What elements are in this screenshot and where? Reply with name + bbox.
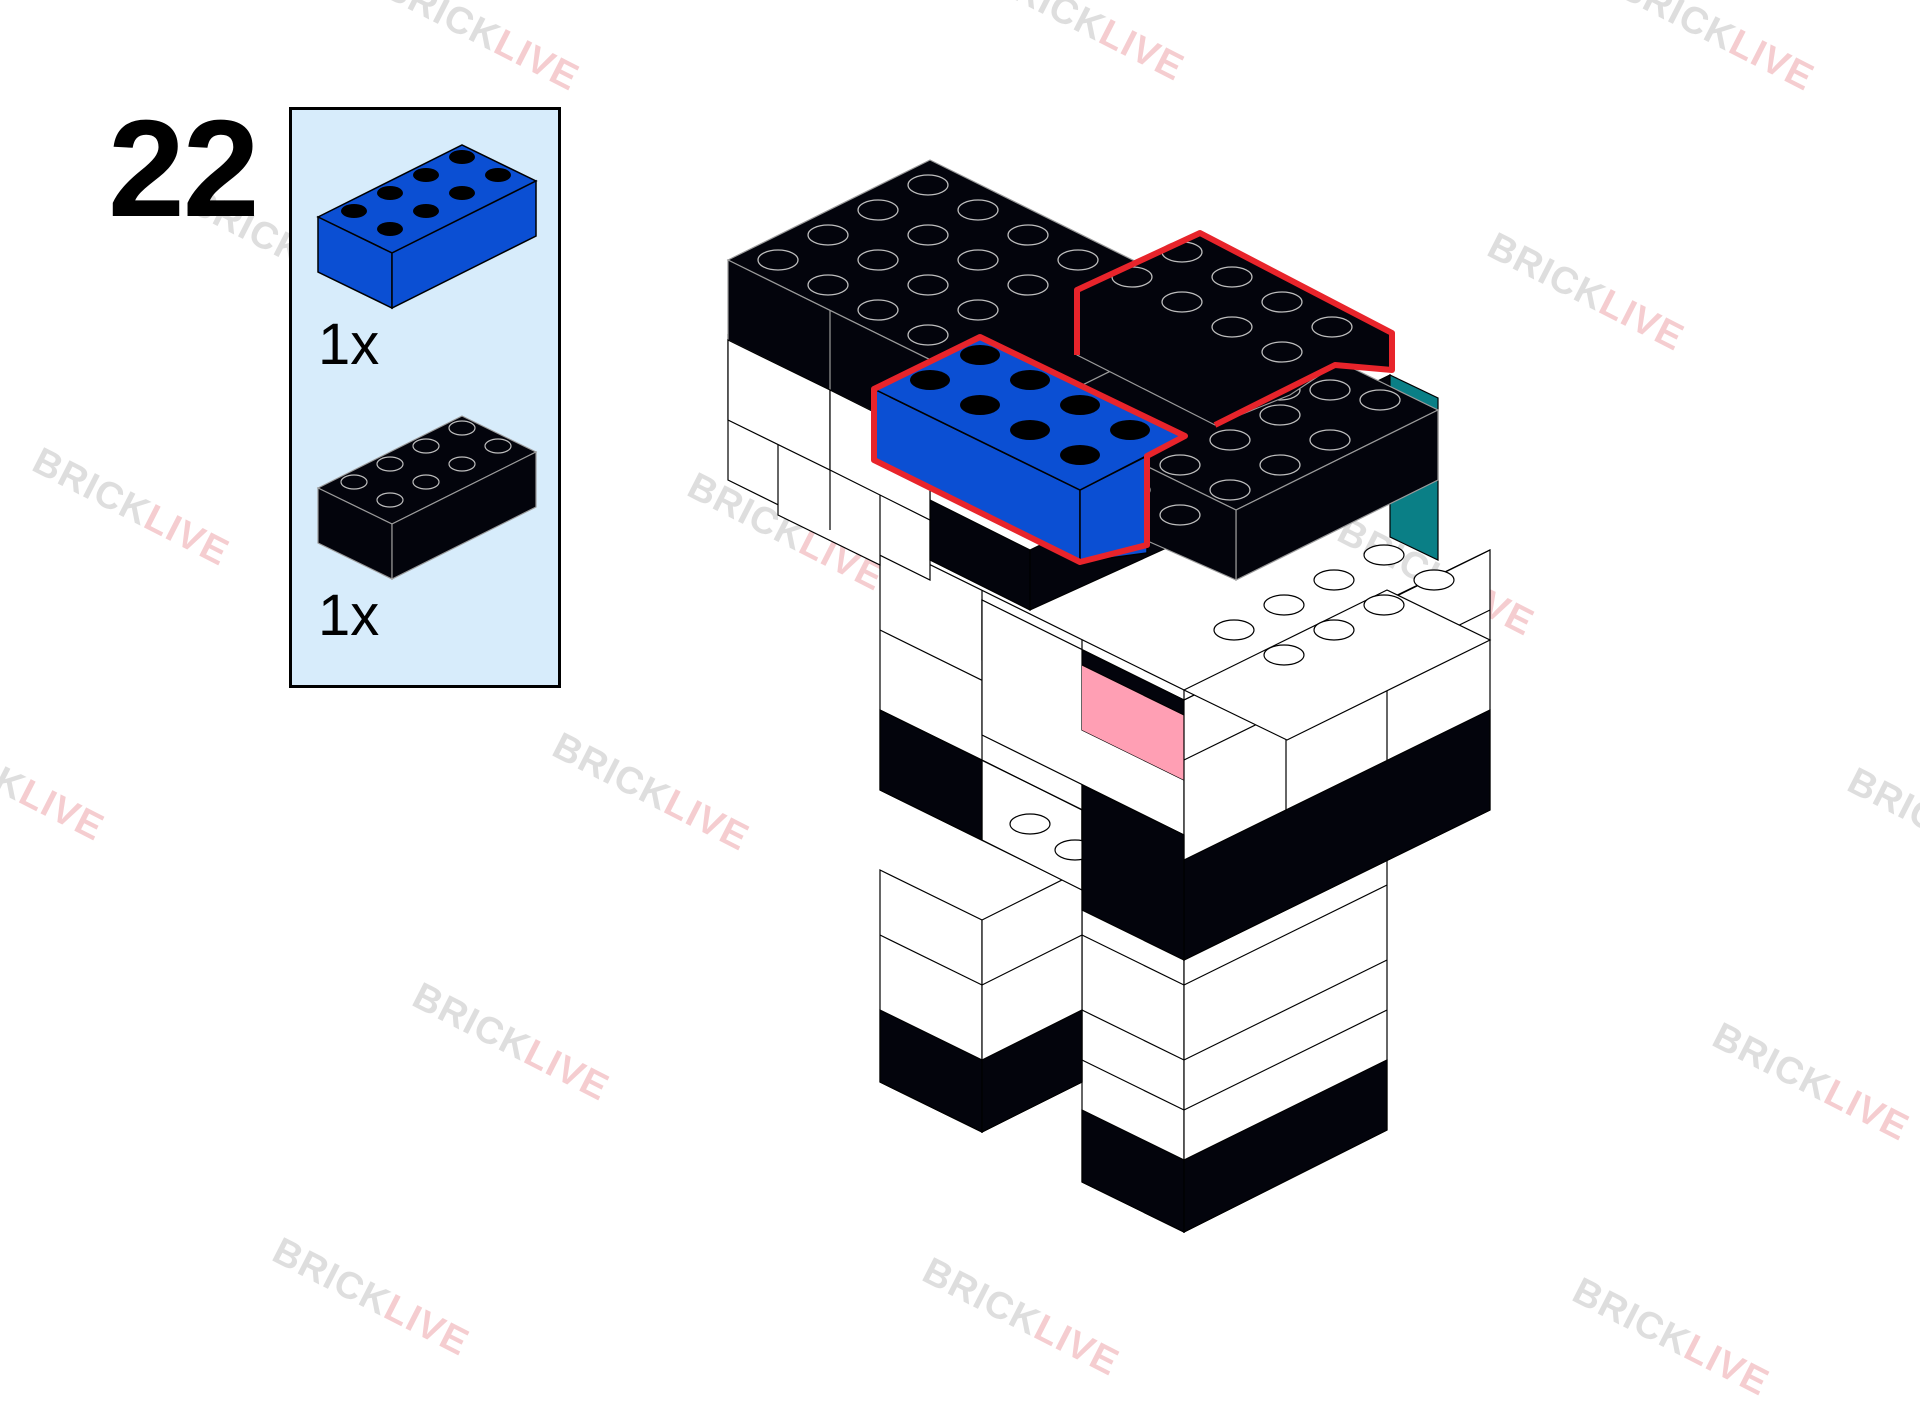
- stud: [907, 174, 949, 196]
- part-brick-stud: [413, 168, 439, 182]
- stud: [1060, 395, 1100, 415]
- part-brick-stud: [449, 186, 475, 200]
- stud: [1060, 445, 1100, 465]
- stud: [857, 199, 899, 221]
- stud: [1110, 420, 1150, 440]
- part-brick-stud: [449, 150, 475, 164]
- part-brick-stud: [341, 204, 367, 218]
- model-illustration: [726, 159, 1492, 1233]
- stud: [957, 249, 999, 271]
- stud: [1007, 274, 1049, 296]
- stud: [907, 274, 949, 296]
- stud: [1413, 569, 1455, 591]
- stud: [1313, 619, 1355, 641]
- step-number: 22: [108, 92, 259, 246]
- stud: [910, 370, 950, 390]
- part-brick-stud: [340, 474, 368, 490]
- stud: [907, 324, 949, 346]
- stud: [957, 199, 999, 221]
- stud: [957, 299, 999, 321]
- stud: [807, 224, 849, 246]
- part-brick-stud: [413, 204, 439, 218]
- stud: [1057, 249, 1099, 271]
- part-brick-stud: [448, 420, 476, 436]
- part-quantity: 1x: [318, 583, 380, 648]
- part-brick-stud: [376, 492, 404, 508]
- part-brick-stud: [377, 186, 403, 200]
- stud: [1309, 429, 1351, 451]
- stud: [1261, 341, 1303, 363]
- parts-list-illustrations: [316, 144, 538, 580]
- stud: [1213, 619, 1255, 641]
- part-brick-side: [391, 451, 537, 580]
- head: [981, 544, 1492, 961]
- stud: [1159, 504, 1201, 526]
- stud: [1311, 316, 1353, 338]
- stud: [1161, 291, 1203, 313]
- stud: [1209, 429, 1251, 451]
- part-brick-stud: [412, 438, 440, 454]
- stud: [960, 345, 1000, 365]
- part-brick-blue-2x4: [316, 144, 538, 310]
- stud: [1211, 266, 1253, 288]
- stud: [1007, 224, 1049, 246]
- stud: [1209, 479, 1251, 501]
- stud: [1363, 594, 1405, 616]
- stud: [1010, 420, 1050, 440]
- part-brick-stud: [376, 456, 404, 472]
- stud: [857, 249, 899, 271]
- stud: [757, 249, 799, 271]
- part-brick-black-2x4: [316, 415, 538, 580]
- new-black-brick-highlight: [1074, 230, 1395, 428]
- stud: [1313, 569, 1355, 591]
- stud: [1263, 594, 1305, 616]
- part-brick-stud: [377, 222, 403, 236]
- part-brick-side: [391, 179, 537, 310]
- stud: [960, 395, 1000, 415]
- stud: [1211, 316, 1253, 338]
- stud: [1259, 404, 1301, 426]
- new-blue-brick-highlight: [871, 334, 1188, 565]
- stud: [857, 299, 899, 321]
- stud: [1159, 454, 1201, 476]
- part-brick-stud: [448, 456, 476, 472]
- stud: [1309, 379, 1351, 401]
- left-leg: [879, 869, 1083, 1133]
- part-quantity: 1x: [318, 312, 380, 377]
- stud: [1261, 291, 1303, 313]
- stud: [1010, 370, 1050, 390]
- stud: [807, 274, 849, 296]
- stud: [1363, 544, 1405, 566]
- stud: [1009, 813, 1051, 835]
- part-brick-stud: [485, 168, 511, 182]
- stud: [1259, 454, 1301, 476]
- stud: [1359, 389, 1401, 411]
- part-brick-stud: [484, 438, 512, 454]
- stud: [907, 224, 949, 246]
- part-brick-stud: [412, 474, 440, 490]
- stud: [1263, 644, 1305, 666]
